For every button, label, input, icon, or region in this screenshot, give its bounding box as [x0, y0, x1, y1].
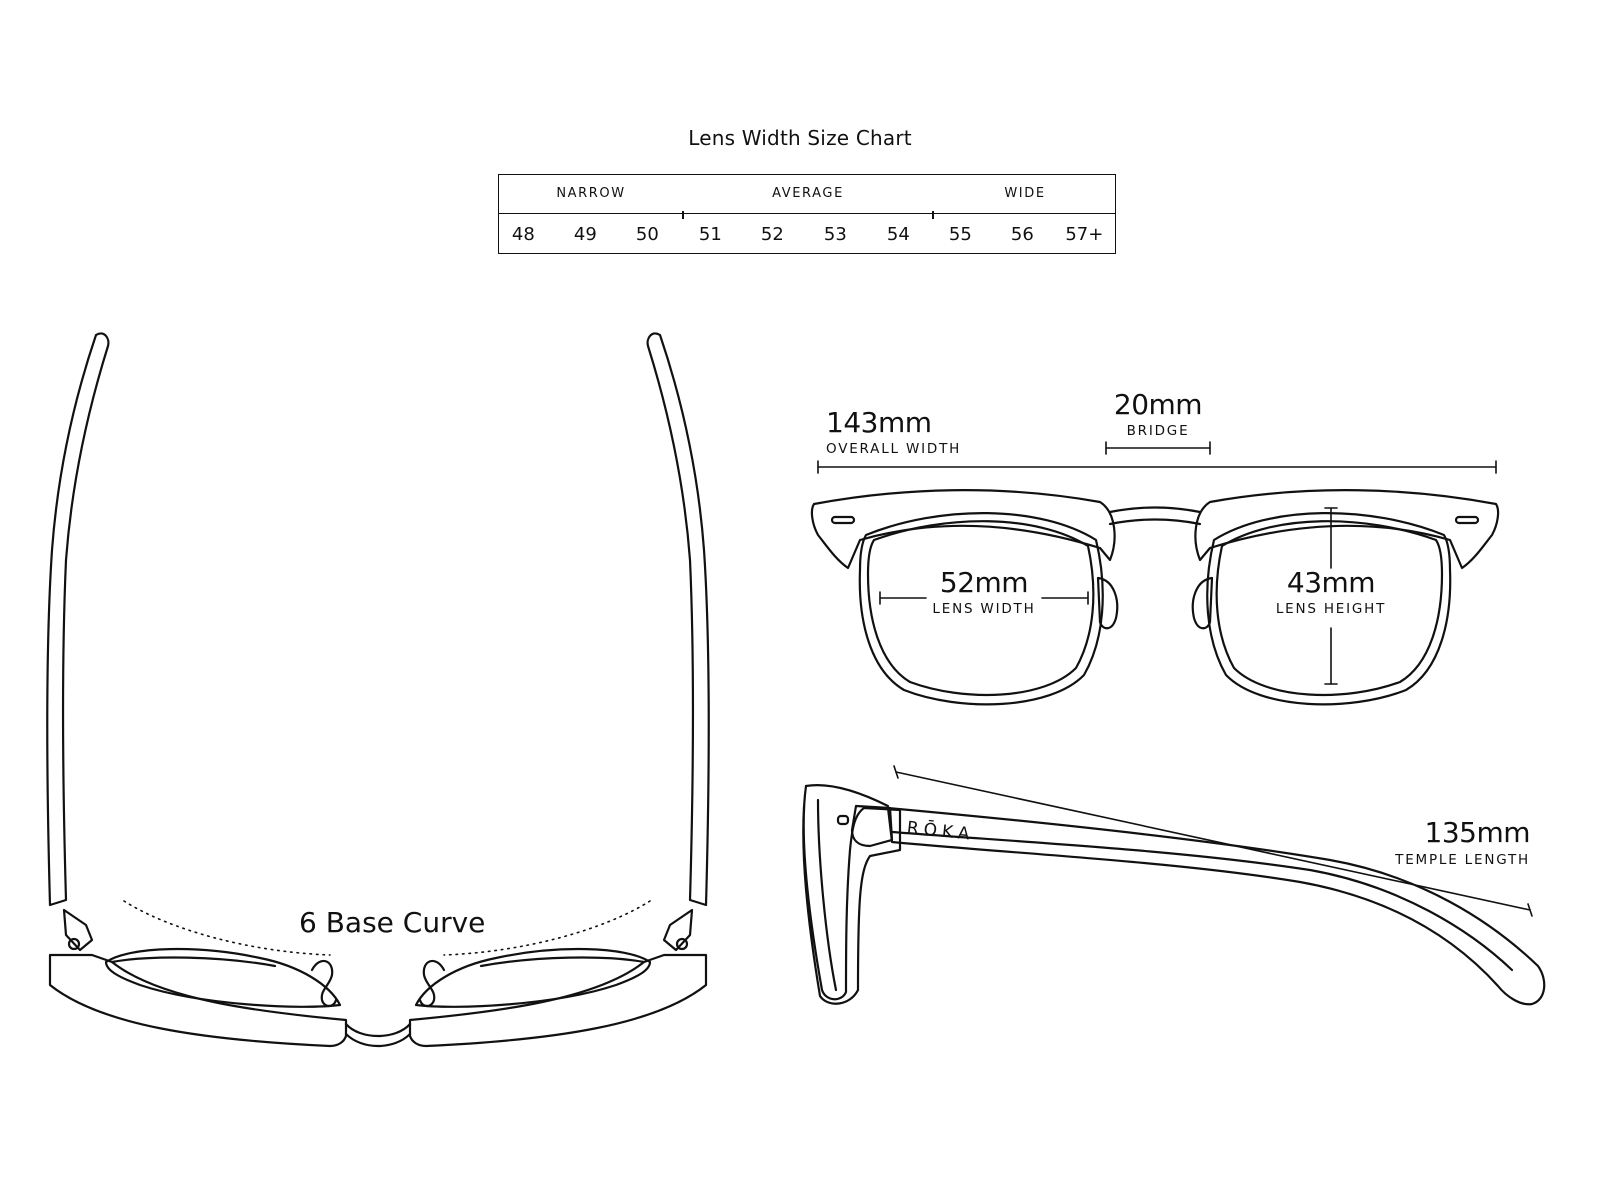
top-view-left-hinge: [64, 910, 92, 950]
top-view-glasses: [47, 333, 709, 1046]
top-view-right-temple: [648, 333, 709, 905]
size-cell: 53: [823, 224, 847, 245]
base-curve-left-arc: [124, 901, 330, 955]
band-divider-tick: [682, 211, 684, 219]
base-curve-right-arc: [444, 901, 650, 955]
band-label-wide: WIDE: [1004, 186, 1046, 201]
front-view-right-browline: [1195, 490, 1498, 568]
bridge-caption: BRIDGE: [1126, 423, 1190, 439]
side-view-temple-arm: [888, 808, 1544, 1004]
overall-width-value: 143mm: [826, 406, 932, 439]
lens-height-value: 43mm: [1286, 566, 1376, 599]
top-view-left-lens: [106, 949, 340, 1007]
front-view-right-nosepad: [1193, 578, 1212, 628]
top-view-left-frame: [50, 955, 346, 1046]
front-view-left-browline: [812, 490, 1115, 568]
front-view-left-lens: [860, 513, 1103, 704]
band-label-average: AVERAGE: [772, 186, 844, 201]
top-view-right-hinge: [664, 910, 692, 950]
lens-width-value: 52mm: [939, 566, 1029, 599]
front-view-bridge: [1110, 508, 1200, 525]
top-view-left-temple: [47, 333, 108, 905]
size-chart-table: NARROW AVERAGE WIDE 48 49 50 51 52 53 54…: [498, 174, 1116, 254]
front-view-glasses: [812, 442, 1498, 704]
top-view-right-frame: [410, 955, 706, 1046]
size-cell: 49: [573, 224, 597, 245]
side-view-hinge-block: [852, 806, 892, 846]
size-cell: 48: [511, 224, 535, 245]
size-cell: 55: [948, 224, 972, 245]
size-chart-band-row: [499, 175, 1115, 214]
base-curve-label: 6 Base Curve: [299, 906, 486, 939]
size-cell: 56: [1010, 224, 1034, 245]
lens-width-caption: LENS WIDTH: [932, 601, 1036, 617]
bridge-value: 20mm: [1113, 388, 1203, 421]
lens-height-caption: LENS HEIGHT: [1275, 601, 1387, 617]
size-cell: 50: [635, 224, 659, 245]
size-cell: 54: [886, 224, 910, 245]
side-view-glasses: [803, 766, 1544, 1004]
front-view-left-nosepad: [1098, 578, 1117, 628]
temple-length-caption: TEMPLE LENGTH: [1395, 852, 1530, 868]
side-view-front-frame: [803, 786, 900, 1004]
top-view-right-lens: [416, 949, 650, 1007]
size-cell: 57+: [1065, 224, 1104, 245]
temple-length-value: 135mm: [1424, 816, 1531, 849]
top-view-bridge: [346, 1024, 410, 1046]
size-cell: 51: [698, 224, 722, 245]
band-divider-tick: [932, 211, 934, 219]
size-cell: 52: [760, 224, 784, 245]
band-label-narrow: NARROW: [556, 186, 626, 201]
front-view-right-lens: [1207, 513, 1450, 704]
top-view-right-nosepad: [420, 961, 444, 1006]
size-chart-title: Lens Width Size Chart: [688, 126, 912, 150]
overall-width-caption: OVERALL WIDTH: [826, 441, 962, 457]
top-view-left-nosepad: [312, 961, 336, 1006]
